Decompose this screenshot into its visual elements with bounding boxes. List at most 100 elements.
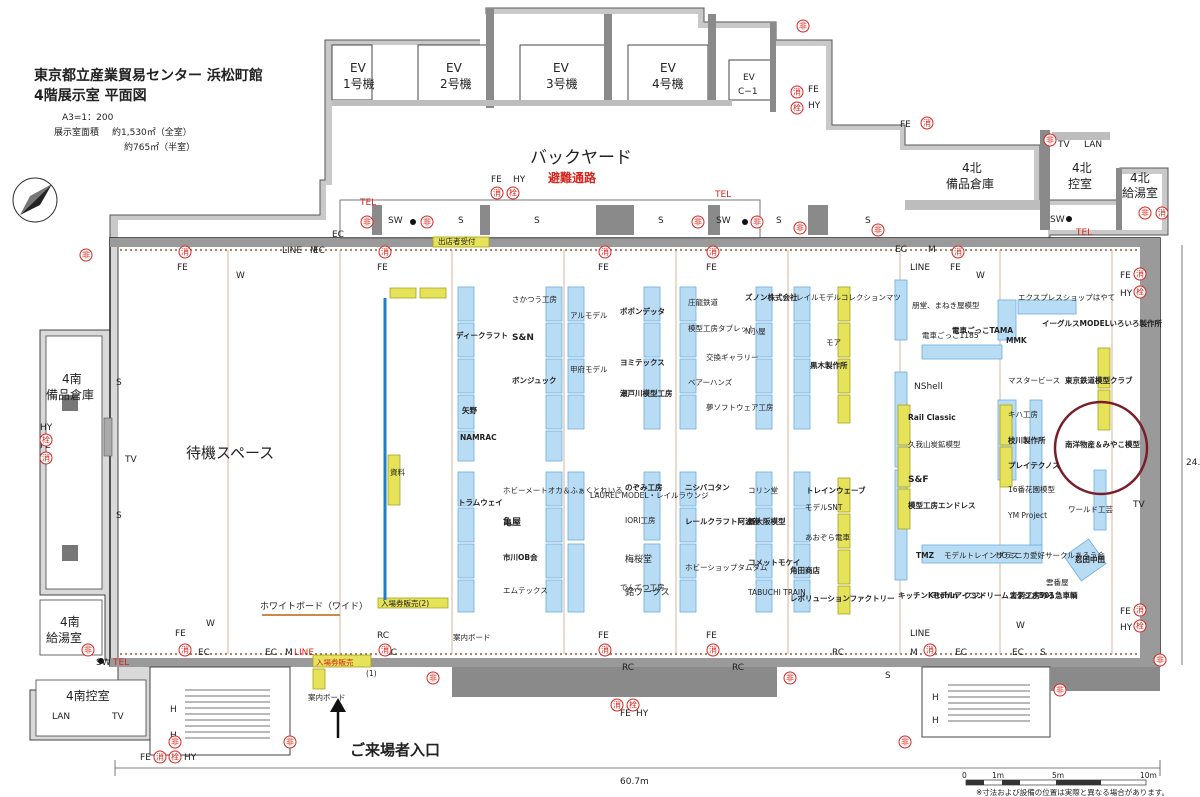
- booth-label: 市川OB会: [503, 552, 538, 562]
- whiteboard-label: ホワイトボード（ワイド）: [260, 601, 368, 612]
- svg-text:非: 非: [799, 21, 807, 31]
- booths-yellow: [312, 236, 1111, 690]
- booth-label: 角田商店: [790, 565, 820, 575]
- tv-label-2: TV: [1132, 500, 1145, 510]
- exit-icon: 非: [796, 19, 810, 33]
- booth-label: 電車ごっこTAMA: [952, 325, 1013, 335]
- booth-label: キッチンKitchin: [898, 591, 958, 600]
- booth-label: でんてつ工房: [620, 582, 664, 592]
- fe-label: FE: [177, 263, 188, 273]
- m-label: M: [310, 246, 318, 256]
- booth-label: さかつう工房: [512, 294, 557, 304]
- booth-label: モデルSNT: [805, 502, 843, 512]
- svg-text:非: 非: [82, 250, 90, 260]
- rc-label: RC: [377, 631, 389, 641]
- booth-label: 黒木製作所: [810, 360, 848, 370]
- scale-1: 1m: [992, 771, 1004, 780]
- dimension-lines: [114, 245, 1183, 786]
- booth-label: N小屋: [745, 327, 766, 336]
- booth-label: 亀屋: [503, 516, 521, 528]
- ev-4-line1: EV: [660, 61, 677, 75]
- exit-icon: 非: [81, 643, 95, 657]
- area-full: 約1,530㎡（全室）: [112, 126, 192, 138]
- fire-extinguisher-icon: 消: [920, 116, 934, 130]
- booth-label: あおぞら電車: [805, 532, 850, 542]
- booth-label: 16番花園模型: [1008, 484, 1056, 494]
- fe-label-5: FE: [950, 263, 961, 273]
- ev-1-line2: 1号機: [343, 76, 375, 91]
- disclaimer-note: ※寸法および設備の位置は実際と異なる場合があります。: [976, 787, 1169, 797]
- svg-text:消: 消: [601, 645, 609, 655]
- hydrant-icon: 栓: [1133, 619, 1147, 633]
- fe-label-9: FE: [900, 120, 911, 130]
- fire-extinguisher-icon: 消: [490, 186, 504, 200]
- svg-text:消: 消: [954, 247, 962, 257]
- s-label-6: S: [776, 216, 782, 226]
- svg-text:消: 消: [381, 247, 389, 257]
- line-label-red: LINE: [294, 648, 314, 658]
- ec-label: EC: [332, 230, 344, 240]
- fire-extinguisher-icon: 消: [378, 643, 392, 657]
- booth-label: NShell: [914, 382, 943, 392]
- booth-label: 夢ソフトウェア工房: [706, 402, 774, 412]
- booth-label: エクスプレスショップはやて: [1018, 293, 1115, 302]
- booth-label: NAMRAC: [460, 433, 497, 442]
- exit-icon: 非: [420, 215, 434, 229]
- h-label-4: H: [932, 716, 939, 726]
- exit-icon: 非: [871, 223, 885, 237]
- hy-label-4: HY: [1120, 623, 1133, 633]
- ec-label-6: EC: [385, 648, 397, 658]
- ev-3-line1: EV: [553, 61, 570, 75]
- info-board-2-label: 案内ボード: [308, 692, 346, 702]
- fire-extinguisher-icon: 消: [790, 85, 804, 99]
- svg-text:消: 消: [926, 645, 934, 655]
- fire-extinguisher-icon: 消: [923, 643, 937, 657]
- booth-label: キハ工房: [1008, 409, 1038, 419]
- ev-2-line1: EV: [446, 61, 463, 75]
- booth-label: モデルトレインプラス: [944, 550, 1019, 560]
- booth-label: 雲番屋: [1046, 577, 1069, 587]
- height-dimension: 24.2m: [1186, 458, 1200, 468]
- compass-icon: [12, 177, 58, 223]
- h-label-3: H: [932, 693, 939, 703]
- fe-label-3: FE: [598, 263, 609, 273]
- booth-label: トラムウェイ: [458, 498, 503, 507]
- backyard-label: バックヤード: [530, 148, 632, 168]
- fe-label-4: FE: [706, 263, 717, 273]
- south-control-label: 4南控室: [66, 688, 110, 703]
- exit-icon: 非: [168, 735, 182, 749]
- booth-label: 枝川製作所: [1007, 435, 1046, 445]
- booth-label: ディークラフト: [456, 330, 508, 340]
- ec-label-7: EC: [955, 648, 967, 658]
- svg-text:非: 非: [363, 217, 371, 227]
- svg-text:消: 消: [709, 247, 717, 257]
- fe-label-11: FE: [175, 629, 186, 639]
- booth-label: エムテックス: [503, 586, 548, 595]
- fe-label-10: FE: [1120, 607, 1131, 617]
- hydrant-icon: 栓: [790, 101, 804, 115]
- svg-text:消: 消: [613, 700, 621, 710]
- h-label: H: [170, 705, 177, 715]
- fe-label-2: FE: [377, 263, 388, 273]
- north-storage-l1: 4北: [962, 161, 982, 175]
- svg-text:非: 非: [429, 673, 437, 683]
- rc-label-3: RC: [732, 663, 744, 673]
- north-service-block: [109, 7, 1169, 246]
- booth-labels: さかつう工房 S&N ディークラフト ボンジュック 矢野 NAMRAC アルモデ…: [456, 292, 1162, 603]
- booth-label: 新大阪模型: [748, 516, 786, 526]
- booth-label: MMK: [1006, 336, 1028, 345]
- booth-label: 交換ギャラリー: [706, 352, 759, 362]
- hy-label-2: HY: [513, 175, 526, 185]
- hydrant-icon: 栓: [506, 186, 520, 200]
- s-label: S: [116, 378, 122, 388]
- hydrant-icon: 栓: [39, 433, 53, 447]
- svg-text:消: 消: [156, 752, 164, 762]
- svg-text:消: 消: [381, 645, 389, 655]
- materials-label: 資料: [390, 467, 405, 477]
- tv-label: TV: [124, 455, 137, 465]
- fe-label-7: FE: [491, 175, 502, 185]
- fire-extinguisher-icon: 消: [610, 698, 624, 712]
- north-control-l1: 4北: [1072, 161, 1092, 175]
- fe-label-8: FE: [808, 85, 819, 95]
